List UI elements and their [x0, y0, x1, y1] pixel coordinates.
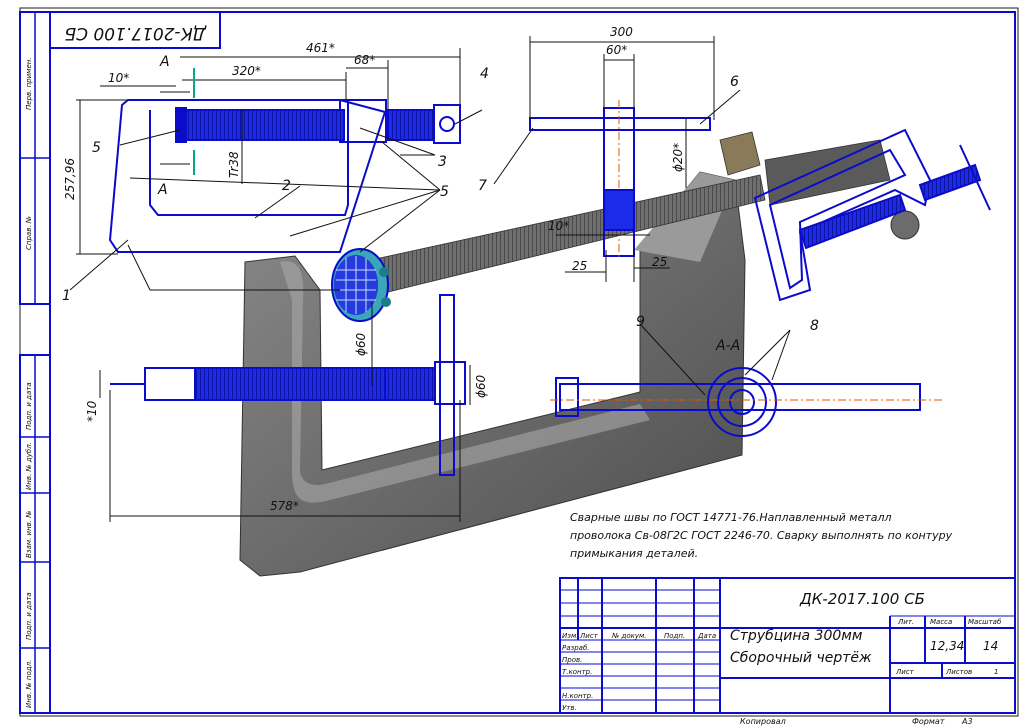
dim-25-a: 25: [572, 259, 587, 273]
hdr-list: Лист: [579, 632, 599, 640]
dim-257: 257,96: [63, 158, 77, 200]
margin-podp-data-1: Подп. и дата: [25, 382, 33, 430]
margin-inv-podl: Инв. № подл.: [25, 660, 33, 708]
dim-25-b: 25: [652, 255, 667, 269]
margin-inv-dubl: Инв. № дубл.: [25, 442, 33, 490]
row-prov: Пров.: [562, 656, 582, 664]
note-line-2: проволока Св-08Г2С ГОСТ 2246-70. Сварку …: [570, 529, 953, 542]
dim-60: 60*: [606, 43, 627, 57]
hdr-lit: Лит.: [897, 618, 914, 626]
designation: ДК-2017.100 СБ: [799, 590, 925, 608]
margin-vzam-inv: Взам. инв. №: [25, 510, 33, 558]
label-4: 4: [480, 66, 489, 82]
label-A-top: А: [159, 54, 170, 70]
label-5b: 5: [440, 184, 449, 200]
row-tkontr: Т.контр.: [562, 668, 592, 676]
hdr-sheet: Лист: [895, 668, 915, 676]
dim-10-left: *10: [85, 400, 99, 422]
sheets-count: 1: [994, 668, 998, 676]
title-line-2: Сборочный чертёж: [730, 650, 872, 666]
label-section-AA: А-А: [715, 338, 740, 354]
left-margin-strip: Перв. примен. Справ. № Подп. и дата Инв.…: [19, 11, 51, 714]
hdr-doc: № докум.: [611, 632, 647, 640]
dim-68: 68*: [354, 53, 375, 67]
dimension-texts: 461* 320* 68* 10* 257,96 Tr38 300 60* ϕ2…: [63, 25, 685, 513]
label-5a: 5: [92, 140, 101, 156]
blue-overlay-lines: [108, 99, 991, 476]
hdr-izm: Изм.: [562, 632, 578, 640]
dim-10-mid: 10*: [548, 219, 569, 233]
hdr-mass: Масса: [930, 618, 952, 626]
row-nkontr: Н.контр.: [562, 692, 593, 700]
hdr-sheets: Листов: [945, 668, 972, 676]
dim-10-top: 10*: [108, 71, 129, 85]
hdr-sign: Подп.: [664, 632, 685, 640]
technical-notes: Сварные швы по ГОСТ 14771-76.Наплавленны…: [570, 511, 953, 560]
row-utv: Утв.: [562, 704, 577, 712]
margin-sprav: Справ. №: [25, 216, 33, 250]
title-block: ДК-2017.100 СБ Струбцина 300мм Сборочный…: [559, 577, 1016, 714]
dimension-lines: [69, 36, 791, 522]
label-9: 9: [636, 314, 645, 330]
dim-phi20: ϕ20*: [671, 143, 685, 172]
title-line-1: Струбцина 300мм: [730, 628, 863, 644]
dim-461: 461*: [306, 41, 335, 55]
outer-border: [19, 7, 1019, 717]
dim-320: 320*: [232, 64, 261, 78]
swivel-pad-3d: [331, 248, 391, 322]
label-6: 6: [730, 74, 739, 90]
label-2: 2: [282, 178, 291, 194]
scale-value: 14: [983, 639, 998, 653]
hdr-date: Дата: [697, 632, 716, 640]
hdr-scale: Масштаб: [968, 618, 1002, 626]
note-line-3: примыкания деталей.: [570, 547, 698, 560]
note-line-1: Сварные швы по ГОСТ 14771-76.Наплавленны…: [570, 511, 892, 524]
margin-perv-primen: Перв. примен.: [25, 57, 33, 110]
margin-podp-data-2: Подп. и дата: [25, 592, 33, 640]
dim-578: 578*: [270, 499, 299, 513]
label-A-bottom: А: [157, 182, 168, 198]
row-razrab: Разраб.: [562, 644, 590, 652]
label-7: 7: [478, 178, 487, 194]
label-8: 8: [810, 318, 819, 334]
designation-mirrored: ДК-2017.100 СБ: [64, 23, 207, 43]
footer-size: А3: [961, 717, 973, 726]
label-1: 1: [62, 288, 71, 304]
dim-300: 300: [610, 25, 633, 39]
mass-value: 12,34: [930, 639, 964, 653]
label-3: 3: [438, 154, 447, 170]
mirrored-designation-box: ДК-2017.100 СБ: [49, 11, 221, 49]
footer-format: Формат: [912, 717, 945, 726]
dim-phi60-a: ϕ60: [354, 332, 368, 356]
dim-tr38: Tr38: [227, 151, 241, 178]
dim-phi60-b: ϕ60: [474, 374, 488, 398]
position-labels: А А А-А 1 2 3 4 5 5 6 7 8 9: [62, 54, 819, 354]
footer-copied: Копировал: [740, 717, 786, 726]
